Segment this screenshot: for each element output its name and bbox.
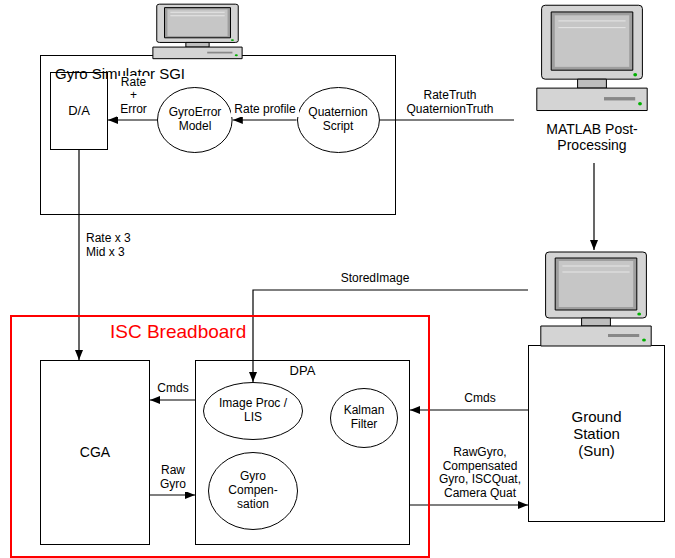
computer-icon bbox=[536, 250, 656, 350]
converter-box: D/A bbox=[50, 72, 108, 150]
process-ellipse: Kalman Filter bbox=[330, 388, 398, 448]
connector bbox=[150, 399, 195, 400]
hardware-box: CGA bbox=[40, 360, 150, 545]
signal-label: Rate + Error bbox=[117, 76, 150, 117]
processor-box: DPA Image Proc / LIS Kalman FilterGyro Com… bbox=[195, 360, 410, 545]
signal-label: StoredImage bbox=[330, 272, 420, 286]
node-text: Gyro Compen- sation bbox=[223, 470, 283, 511]
simulator-box: Gyro Simulator SGID/AGyroError ModelQuat… bbox=[40, 55, 396, 215]
computer-node: Ground Station (Sun) bbox=[528, 250, 665, 522]
node-text: Kalman Filter bbox=[339, 404, 389, 432]
connector bbox=[379, 119, 514, 120]
node-heading: MATLAB Post-Processing bbox=[532, 121, 652, 153]
node-text: D/A bbox=[68, 104, 90, 119]
node-text: Quaternion Script bbox=[304, 106, 372, 134]
node-text: CGA bbox=[80, 444, 110, 460]
ellipse-shape bbox=[331, 389, 398, 448]
ellipse-shape bbox=[209, 453, 298, 530]
signal-label: RateTruth QuaternionTruth bbox=[400, 89, 500, 117]
signal-label: Cmds bbox=[438, 392, 522, 406]
connector bbox=[150, 494, 195, 495]
ellipse-shape bbox=[297, 88, 379, 153]
connector bbox=[108, 119, 157, 120]
computer-icon bbox=[532, 3, 652, 115]
process-ellipse: Image Proc / LIS bbox=[203, 382, 303, 440]
node-text: Image Proc / LIS bbox=[213, 397, 293, 425]
breadboard-region: ISC BreadboardCGA DPA Image Proc / LIS Kalm… bbox=[10, 315, 430, 558]
signal-label: Cmds bbox=[153, 382, 193, 396]
ellipse-shape bbox=[204, 383, 303, 440]
connector bbox=[593, 163, 594, 250]
signal-label: Rate x 3 Mid x 3 bbox=[86, 232, 140, 260]
connector bbox=[253, 290, 528, 382]
ellipse-shape bbox=[158, 88, 233, 153]
computer-node: MATLAB Post-Processing bbox=[514, 3, 670, 163]
connector bbox=[410, 409, 528, 410]
node-text: Ground Station (Sun) bbox=[562, 408, 632, 460]
node-text: GyroError Model bbox=[164, 106, 226, 134]
process-ellipse: GyroError Model bbox=[157, 87, 233, 153]
connector bbox=[78, 150, 79, 360]
node-heading: DPA bbox=[290, 364, 316, 379]
process-ellipse: Quaternion Script bbox=[297, 87, 380, 153]
signal-label: Raw Gyro bbox=[153, 464, 193, 492]
connector bbox=[410, 504, 528, 505]
computer-icon bbox=[149, 3, 246, 61]
signal-label: Rate profile bbox=[231, 103, 299, 117]
connector bbox=[233, 119, 297, 120]
process-ellipse: Gyro Compen- sation bbox=[208, 452, 298, 530]
signal-label: RawGyro, Compensated Gyro, ISCQuat, Came… bbox=[436, 446, 524, 501]
node-heading: ISC Breadboard bbox=[110, 321, 246, 343]
